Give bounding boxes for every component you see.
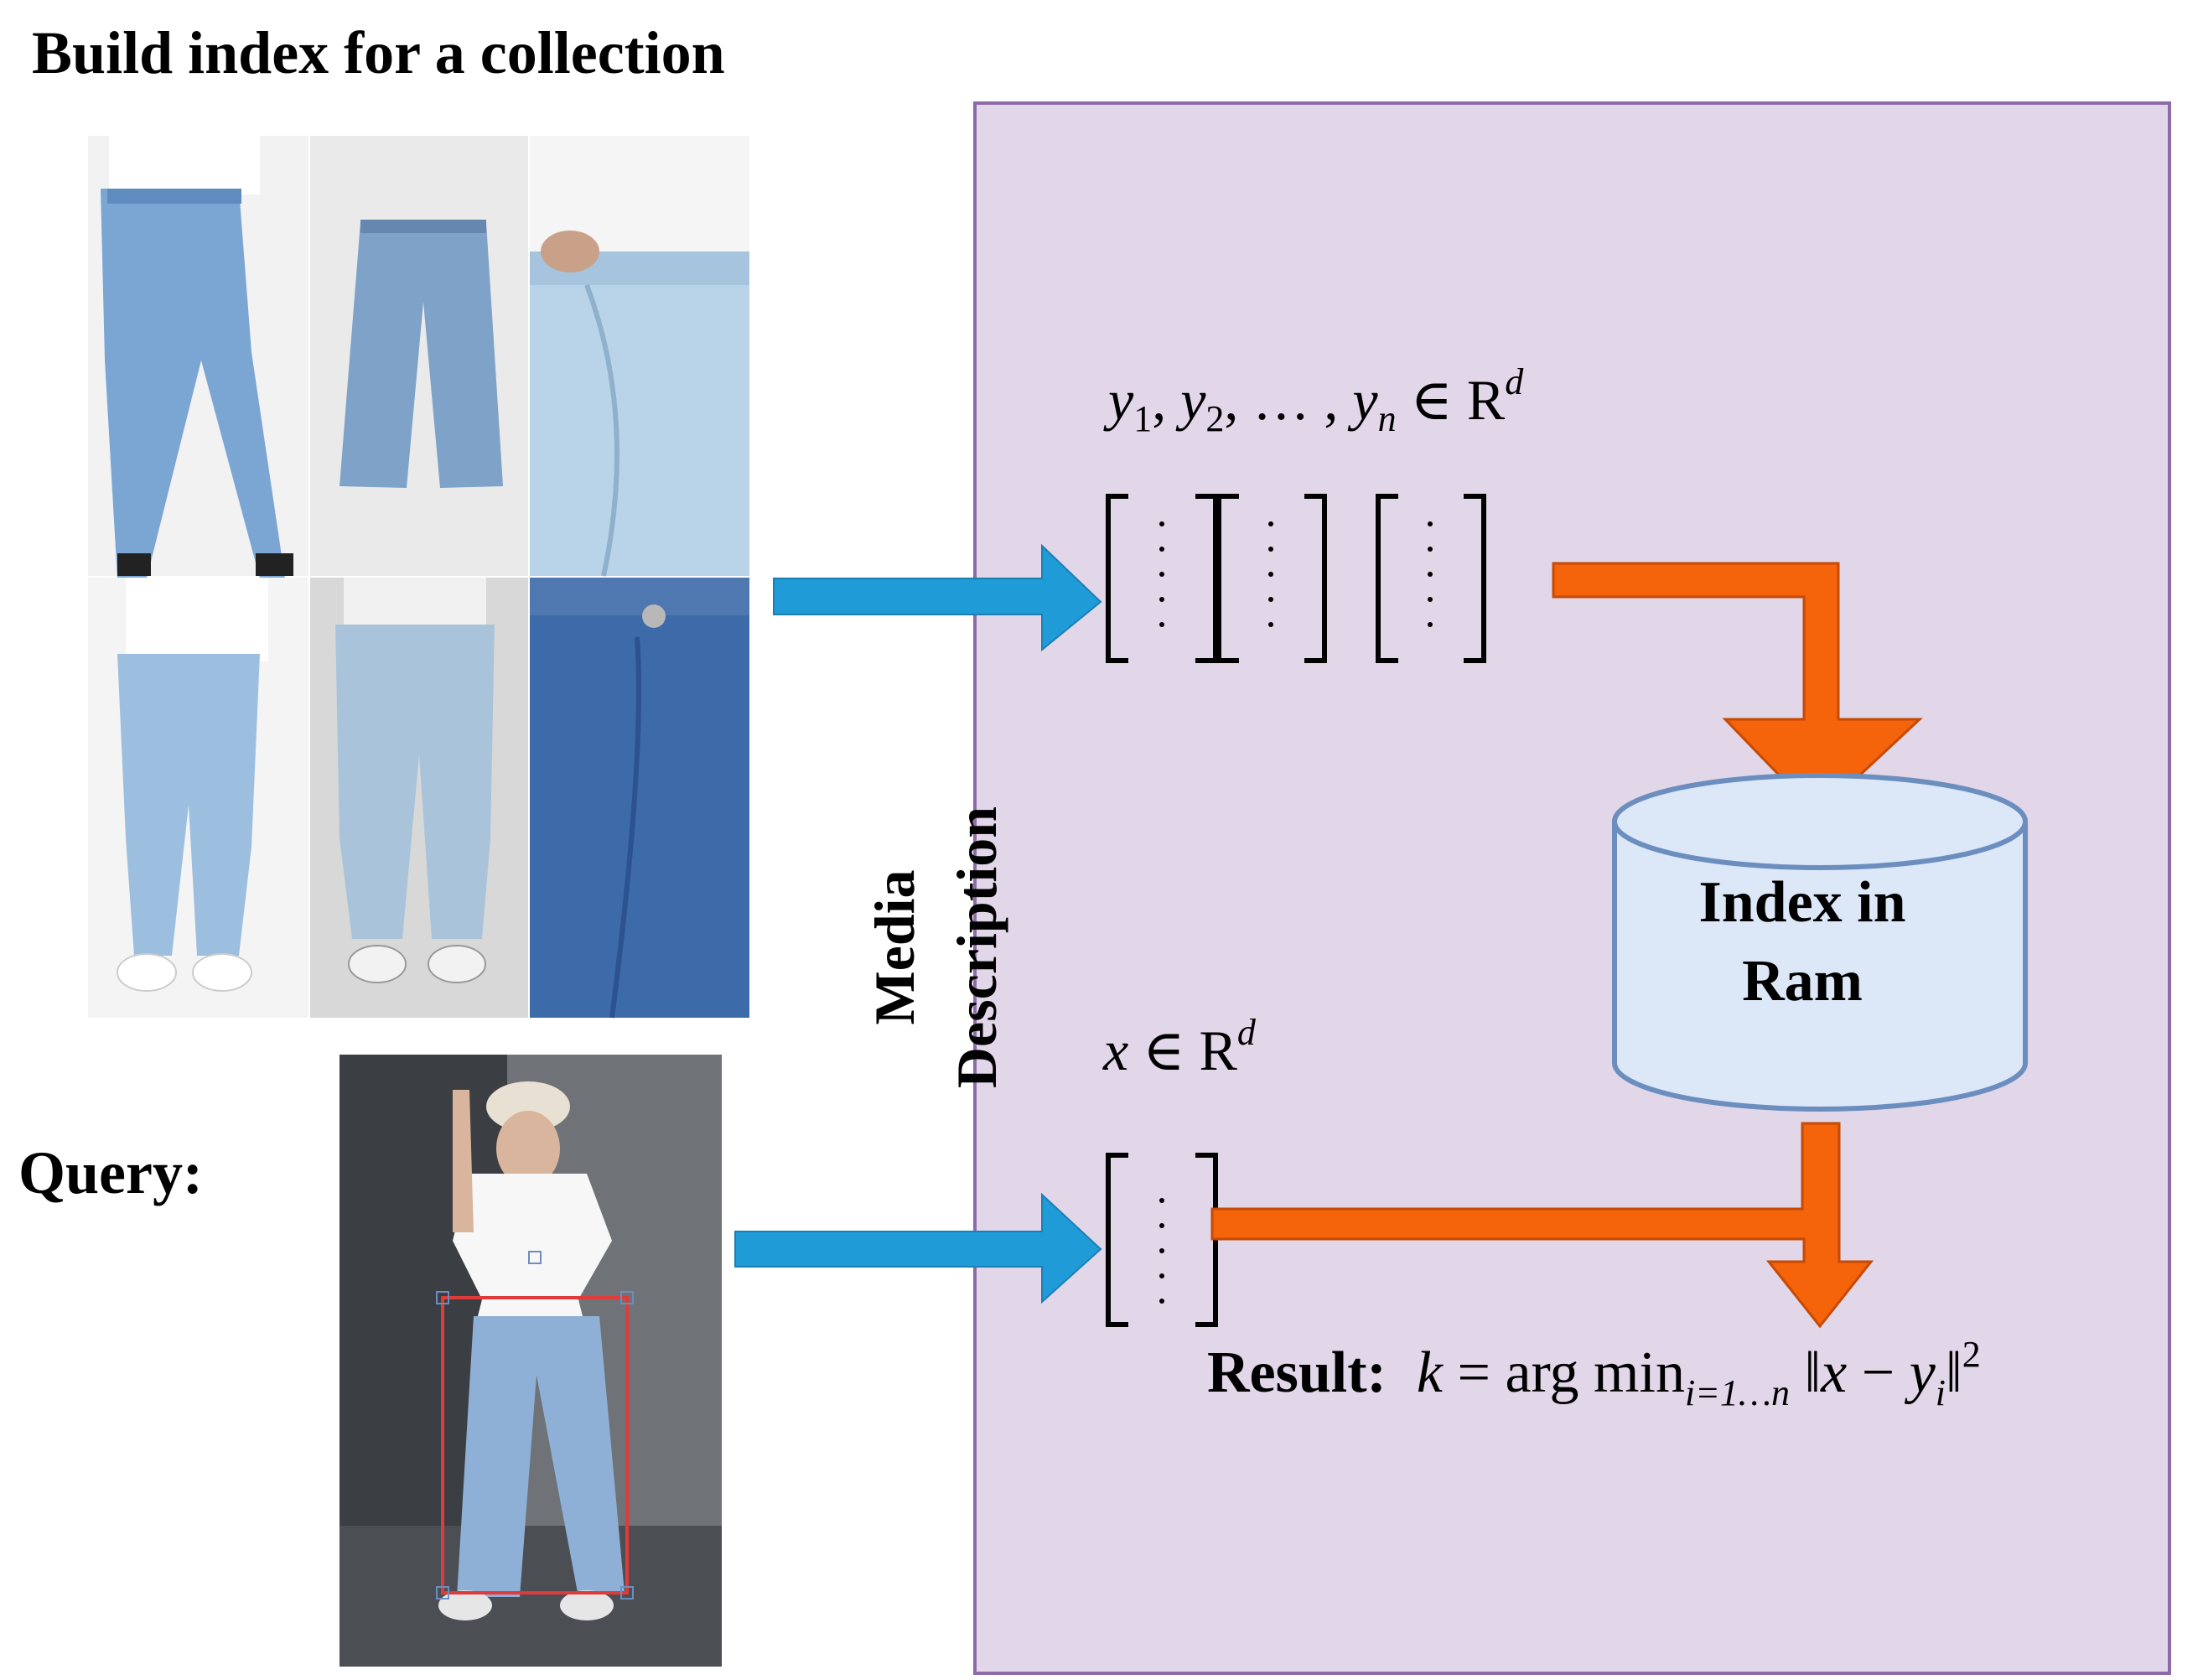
collection-embed-arrow — [773, 543, 1102, 652]
query-vector-formula: x ∈ Rd — [1103, 1014, 1256, 1084]
search-connector-arrow — [1210, 1122, 1874, 1329]
index-in-ram-label: Index in Ram — [1601, 863, 2003, 1021]
query-embed-arrow — [734, 1192, 1102, 1304]
side-label-line2: Description — [945, 806, 1008, 1089]
index-range: i=1…n — [1684, 1372, 1790, 1413]
jeans-photo-1 — [88, 136, 308, 578]
index-in-ram-icon — [1612, 773, 2028, 1112]
page-title: Build index for a collection — [32, 19, 725, 86]
argmin-text: arg min — [1505, 1340, 1685, 1405]
result-formula: Result:k = arg mini=1…n ‖x − yi‖2 — [1207, 1336, 1981, 1412]
x-symbol: x — [1103, 1019, 1129, 1082]
y-symbol: y — [1909, 1340, 1936, 1405]
jeans-photo-3 — [530, 136, 749, 577]
sub-1: 1 — [1133, 398, 1153, 439]
collection-vector-dots — [1159, 521, 1433, 627]
minus-symbol: − — [1861, 1340, 1895, 1405]
sub-i: i — [1935, 1372, 1946, 1413]
index-store-arrow — [1552, 562, 1923, 817]
jeans-photo-2 — [310, 136, 528, 576]
dim-symbol: d — [1236, 1012, 1256, 1053]
y-symbol: y — [1180, 368, 1206, 432]
dim-symbol: d — [1505, 361, 1524, 402]
side-label-line1: Media — [863, 869, 926, 1025]
y-symbol: y — [1352, 368, 1378, 432]
element-of-symbol: ∈ — [1410, 368, 1453, 432]
result-label: Result: — [1207, 1340, 1387, 1405]
x-symbol: x — [1821, 1340, 1848, 1405]
equals-symbol: = — [1457, 1340, 1490, 1405]
jeans-photo-4 — [88, 578, 308, 1018]
real-space-symbol: R — [1199, 1019, 1237, 1082]
ellipsis: … — [1252, 368, 1310, 432]
query-photo — [340, 1055, 722, 1667]
collection-vectors-formula: y1, y2, … , yn ∈ Rd — [1108, 361, 1524, 439]
query-bounding-box — [441, 1296, 629, 1594]
y-symbol: y — [1108, 368, 1134, 432]
norm-right: ‖ — [1946, 1340, 1962, 1405]
index-label-line1: Index in — [1698, 870, 1906, 935]
norm-left: ‖ — [1804, 1340, 1822, 1405]
query-label: Query: — [18, 1139, 203, 1206]
jeans-photo-5 — [310, 578, 528, 1018]
collection-photo-grid — [88, 136, 749, 1019]
index-label-line2: Ram — [1742, 949, 1863, 1014]
collection-vectors-icon — [1106, 494, 1486, 663]
jeans-photo-6 — [530, 578, 749, 1019]
sub-n: n — [1377, 398, 1397, 439]
k-symbol: k — [1416, 1340, 1443, 1405]
real-space-symbol: R — [1466, 368, 1506, 432]
query-vector-dots — [1159, 1198, 1164, 1304]
sub-2: 2 — [1205, 398, 1225, 439]
element-of-symbol: ∈ — [1143, 1019, 1185, 1082]
power-symbol: 2 — [1962, 1334, 1981, 1375]
